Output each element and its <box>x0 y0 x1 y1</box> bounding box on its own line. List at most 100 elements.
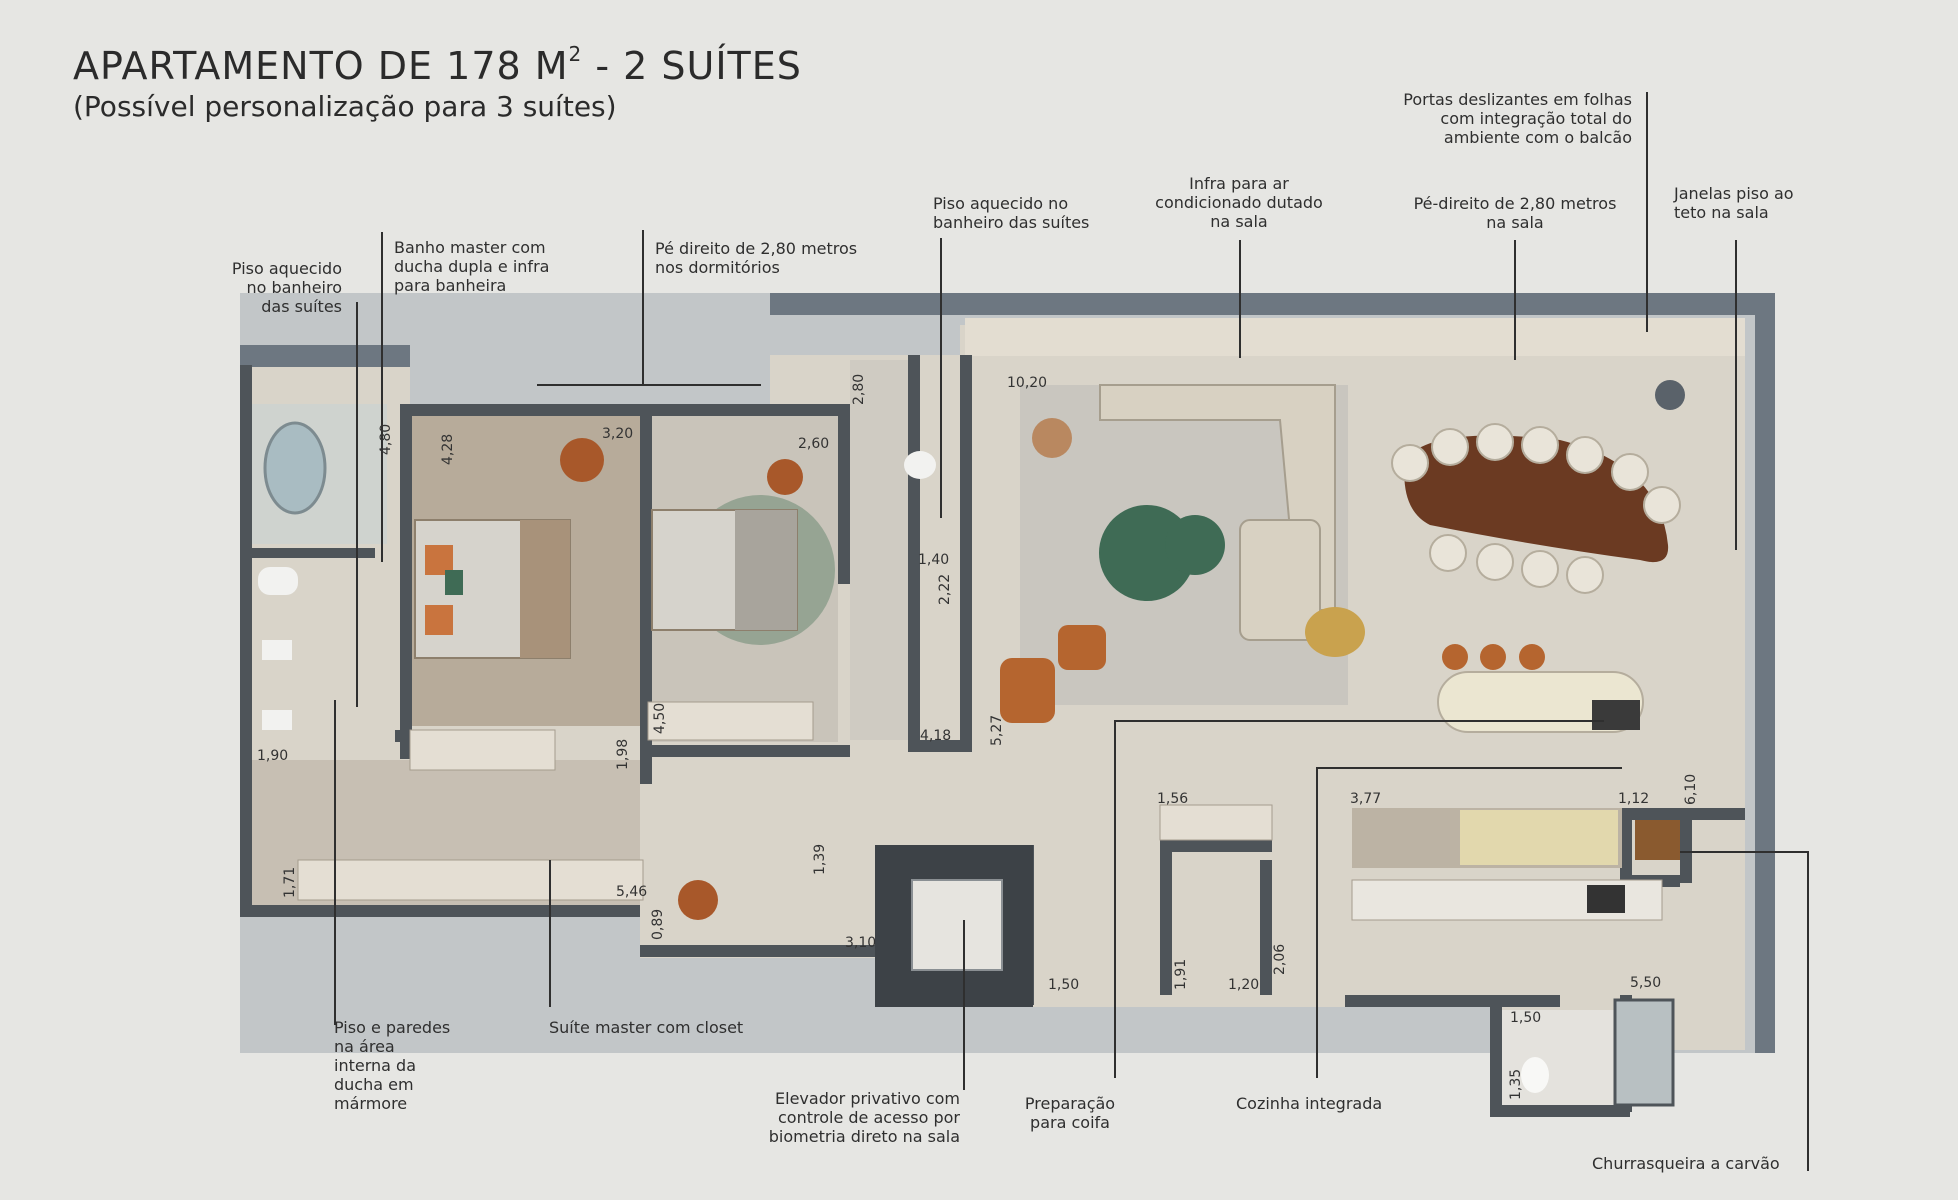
dim-label: 1,50 <box>1510 1010 1542 1026</box>
leader-suite-master <box>549 860 551 1007</box>
elevator-cab <box>911 879 1003 971</box>
title-tail: - 2 SUÍTES <box>582 44 802 88</box>
kitchen-island <box>1437 671 1644 733</box>
closet-1 <box>297 859 644 901</box>
callout-piso-aquecido-mid: Piso aquecido no banheiro das suítes <box>933 194 1090 232</box>
callout-churrasqueira: Churrasqueira a carvão <box>1592 1154 1780 1173</box>
dim-label: 2,80 <box>851 373 867 405</box>
toilet-service <box>1521 1057 1549 1093</box>
master-bed-pillow-green <box>445 570 463 595</box>
dim-label: 3,10 <box>845 935 877 951</box>
second-desk-chair <box>767 459 803 495</box>
leader-churrasqueira-v <box>1807 851 1809 1171</box>
cooktop <box>1592 700 1640 730</box>
dim-label: 0,89 <box>650 908 666 940</box>
dim-label: 5,50 <box>1630 975 1662 991</box>
callout-pe-direito-dorm: Pé direito de 2,80 metros nos dormitório… <box>655 239 858 277</box>
bar-stools <box>1442 644 1545 670</box>
left-top-wall <box>240 345 410 367</box>
callout-janelas: Janelas piso ao teto na sala <box>1674 184 1794 222</box>
dim-label: 1,91 <box>1173 958 1189 990</box>
green-coffee-table-2 <box>1165 515 1225 575</box>
leader-preparacao-v <box>1114 720 1116 1078</box>
leader-banho-master <box>381 232 383 562</box>
master-armchair <box>560 438 604 482</box>
dim-label: 1,50 <box>1048 977 1080 993</box>
dining-chairs <box>1391 423 1681 594</box>
page-title: APARTAMENTO DE 178 M2 - 2 SUÍTES <box>73 42 802 88</box>
closet-3 <box>647 701 814 741</box>
balcony-strip <box>965 318 1745 356</box>
callout-banho-master: Banho master com ducha dupla e infra par… <box>394 238 550 295</box>
top-wall-band <box>770 293 1775 315</box>
shower-service <box>1613 998 1675 1107</box>
dim-label: 4,50 <box>652 702 668 734</box>
dim-label: 3,20 <box>602 426 634 442</box>
dim-label: 10,20 <box>1007 375 1048 391</box>
leader-pe-direito-sala <box>1514 240 1516 360</box>
title-superscript: 2 <box>568 42 583 66</box>
dining-table <box>1404 435 1669 563</box>
gold-side-table <box>1305 607 1365 657</box>
dim-label: 1,35 <box>1508 1068 1524 1100</box>
dim-label: 2,22 <box>937 573 953 605</box>
leader-janelas <box>1735 240 1737 550</box>
dim-label: 1,71 <box>282 866 298 898</box>
dim-label: 1,98 <box>615 738 631 770</box>
dim-label: 2,06 <box>1272 943 1288 975</box>
dim-label: 1,56 <box>1157 791 1189 807</box>
leader-churrasqueira-h <box>1680 851 1808 853</box>
dim-label: 3,77 <box>1350 791 1382 807</box>
grill <box>1635 820 1680 860</box>
sink-left-1 <box>262 640 292 660</box>
title-main: APARTAMENTO DE 178 M <box>73 44 569 88</box>
orange-armchair-1 <box>1000 658 1055 723</box>
dim-label: 4,28 <box>440 433 456 465</box>
wine-rack <box>1159 804 1273 841</box>
central-bath-floor <box>850 360 908 740</box>
callout-infra-ar: Infra para ar condicionado dutado na sal… <box>1155 174 1323 231</box>
dim-label: 1,40 <box>918 552 950 568</box>
master-bed-pillow-2 <box>425 605 453 635</box>
dim-label: 5,27 <box>989 714 1005 746</box>
vanity-chair <box>678 880 718 920</box>
leader-pe-direito-dorm-h <box>537 384 761 386</box>
closet-2 <box>409 729 556 771</box>
leader-cozinha-h <box>1316 767 1622 769</box>
toilet-center <box>904 451 936 479</box>
callout-cozinha: Cozinha integrada <box>1236 1094 1383 1113</box>
callout-piso-paredes: Piso e paredes na área interna da ducha … <box>334 1018 451 1113</box>
right-wall-band <box>1755 293 1775 1053</box>
kitchen-sink-counter <box>1460 810 1618 865</box>
leader-piso-paredes <box>334 700 336 1025</box>
orange-armchair-2 <box>1058 625 1106 670</box>
leader-cozinha-v <box>1316 768 1318 1078</box>
leader-infra-ar <box>1239 240 1241 358</box>
leader-elevador <box>963 920 965 1090</box>
plant-pot <box>1655 380 1685 410</box>
leader-piso-aquecido-left <box>356 302 358 707</box>
leader-pe-direito-dorm-v <box>642 230 644 385</box>
sink-left-2 <box>262 710 292 730</box>
dim-label: 1,90 <box>257 748 289 764</box>
sofa-lower <box>1239 519 1321 641</box>
round-side-table <box>1032 418 1072 458</box>
second-bed-throw <box>735 510 797 630</box>
master-bed-throw <box>520 520 570 658</box>
dim-label: 4,18 <box>920 728 952 744</box>
bathtub <box>263 421 327 515</box>
callout-preparacao: Preparação para coifa <box>1024 1094 1116 1132</box>
page-subtitle: (Possível personalização para 3 suítes) <box>73 90 617 123</box>
dim-label: 1,20 <box>1228 977 1260 993</box>
callout-piso-aquecido-left: Piso aquecido no banheiro das suítes <box>231 259 342 316</box>
callout-portas-deslizantes: Portas deslizantes em folhas com integra… <box>1403 90 1632 147</box>
kitchen-sink <box>1587 885 1625 913</box>
dim-label: 6,10 <box>1683 773 1699 805</box>
leader-preparacao-h <box>1114 720 1604 722</box>
dim-label: 1,12 <box>1618 791 1650 807</box>
toilet-left <box>258 567 298 595</box>
callout-suite-master: Suíte master com closet <box>549 1018 744 1037</box>
dim-label: 4,80 <box>378 423 394 455</box>
dim-label: 2,60 <box>798 436 830 452</box>
